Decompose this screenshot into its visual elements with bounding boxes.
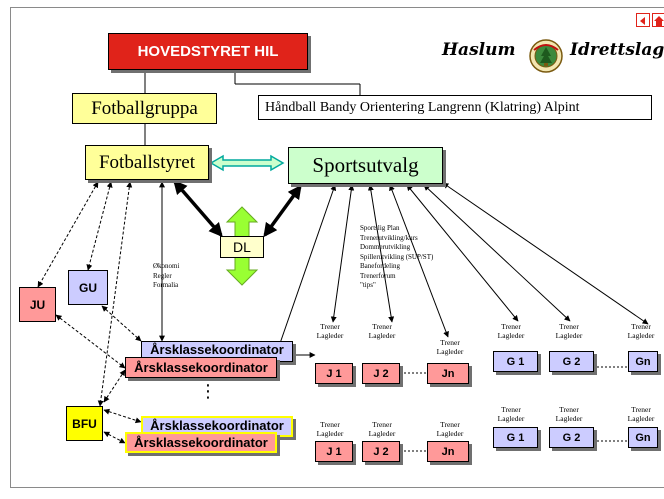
trener-caption: Trener — [372, 322, 392, 331]
trener-caption: Trener — [320, 420, 340, 429]
koordinator-group2-front: Årsklassekoordinator — [125, 432, 277, 453]
fotballstyret-box: Fotballstyret — [85, 145, 209, 180]
frame-top-rule — [10, 7, 664, 8]
team-g1-row1: G 1 — [493, 351, 538, 372]
fotballgruppa-box: Fotballgruppa — [72, 93, 217, 124]
team-j2-row2: J 2 — [362, 441, 400, 462]
sportsutvalg-box: Sportsutvalg — [288, 147, 443, 184]
koordinator-group1-front: Årsklassekoordinator — [125, 357, 277, 378]
lagleder-caption: Lagleder — [555, 331, 583, 340]
trener-caption: Trener — [501, 405, 521, 414]
ju-box: JU — [19, 287, 56, 322]
trener-caption: Trener — [320, 322, 340, 331]
koordinator-ellipsis: ⋮ — [199, 381, 217, 402]
lagleder-caption: Lagleder — [436, 429, 464, 438]
team-g1-row2: G 1 — [493, 427, 538, 448]
team-jn-row1: Jn — [427, 363, 469, 384]
back-button[interactable] — [636, 13, 650, 27]
dl-box: DL — [220, 236, 264, 258]
trener-caption: Trener — [372, 420, 392, 429]
trener-caption: Trener — [440, 338, 460, 347]
haslum-idrettslag-logo: Haslum Idrettslag — [436, 38, 664, 78]
lagleder-caption: Lagleder — [368, 429, 396, 438]
home-icon — [654, 16, 664, 26]
sports-note: Sportslig Plan Trenerutvikling/kurs Domm… — [360, 224, 434, 289]
team-j2-row1: J 2 — [362, 363, 400, 384]
team-g2-row2: G 2 — [549, 427, 594, 448]
team-j1-row2: J 1 — [315, 441, 353, 462]
home-button[interactable] — [652, 13, 664, 27]
logo-text-left: Haslum — [442, 40, 516, 60]
lagleder-caption: Lagleder — [627, 414, 655, 423]
trener-caption: Trener — [631, 322, 651, 331]
lagleder-caption: Lagleder — [316, 429, 344, 438]
team-gn-row1: Gn — [628, 351, 658, 372]
lagleder-caption: Lagleder — [497, 414, 525, 423]
gu-box: GU — [68, 270, 108, 305]
team-gn-row2: Gn — [628, 427, 658, 448]
okonomi-note: Økonomi Regler Formalia — [153, 262, 180, 289]
team-g2-row1: G 2 — [549, 351, 594, 372]
team-jn-row2: Jn — [427, 441, 469, 462]
trener-caption: Trener — [440, 420, 460, 429]
lagleder-caption: Lagleder — [497, 331, 525, 340]
frame-left-rule — [10, 7, 11, 487]
other-groups-box: Håndball Bandy Orientering Langrenn (Kla… — [258, 95, 652, 120]
trener-caption: Trener — [559, 322, 579, 331]
trener-caption: Trener — [501, 322, 521, 331]
koordinator-group1-back: Årsklassekoordinator — [141, 341, 293, 362]
lagleder-caption: Lagleder — [555, 414, 583, 423]
lagleder-caption: Lagleder — [368, 331, 396, 340]
team-j1-row1: J 1 — [315, 363, 353, 384]
lagleder-caption: Lagleder — [627, 331, 655, 340]
trener-caption: Trener — [631, 405, 651, 414]
lagleder-caption: Lagleder — [436, 347, 464, 356]
trener-caption: Trener — [559, 405, 579, 414]
logo-text-right: Idrettslag — [570, 40, 664, 60]
back-icon — [640, 17, 645, 25]
frame-bottom-rule — [10, 487, 664, 488]
lagleder-caption: Lagleder — [316, 331, 344, 340]
club-emblem-icon — [529, 39, 563, 73]
hovedstyret-box: HOVEDSTYRET HIL — [108, 33, 308, 70]
bfu-box: BFU — [66, 406, 103, 441]
